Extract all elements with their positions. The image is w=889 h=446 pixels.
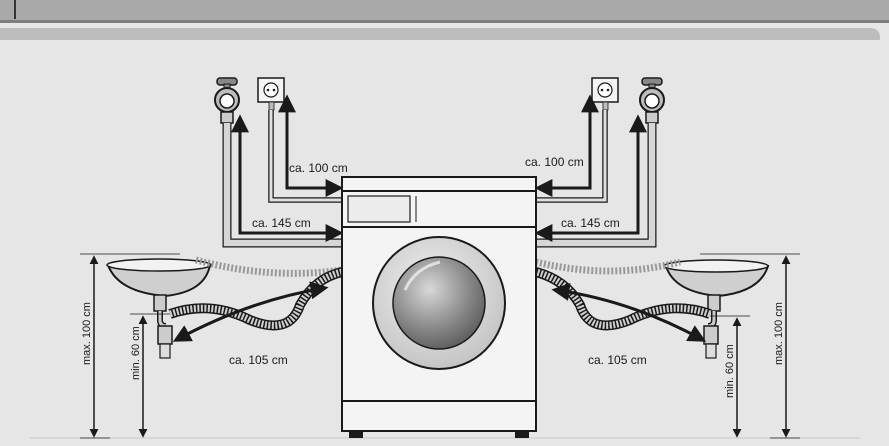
- door-glass: [392, 256, 486, 350]
- power-socket-right-icon: [591, 77, 619, 111]
- max-height-right-label: max. 100 cm: [773, 302, 785, 365]
- min-height-left-label: min. 60 cm: [130, 326, 142, 380]
- washing-machine: [341, 176, 537, 438]
- header-bar: [0, 0, 889, 20]
- drain-length-right-label: ca. 105 cm: [588, 353, 647, 367]
- min-height-right-label: min. 60 cm: [724, 344, 736, 398]
- inlet-length-left-label: ca. 145 cm: [252, 216, 311, 230]
- cable-length-left-label: ca. 100 cm: [289, 161, 348, 175]
- drain-length-left-label: ca. 105 cm: [229, 353, 288, 367]
- water-tap-left-icon: [214, 77, 240, 124]
- detergent-drawer: [347, 195, 411, 223]
- machine-foot-right: [515, 431, 529, 438]
- inlet-length-right-label: ca. 145 cm: [561, 216, 620, 230]
- machine-foot-left: [349, 431, 363, 438]
- max-height-left-label: max. 100 cm: [81, 302, 93, 365]
- cable-length-right-label: ca. 100 cm: [525, 155, 584, 169]
- water-tap-right-icon: [639, 77, 665, 124]
